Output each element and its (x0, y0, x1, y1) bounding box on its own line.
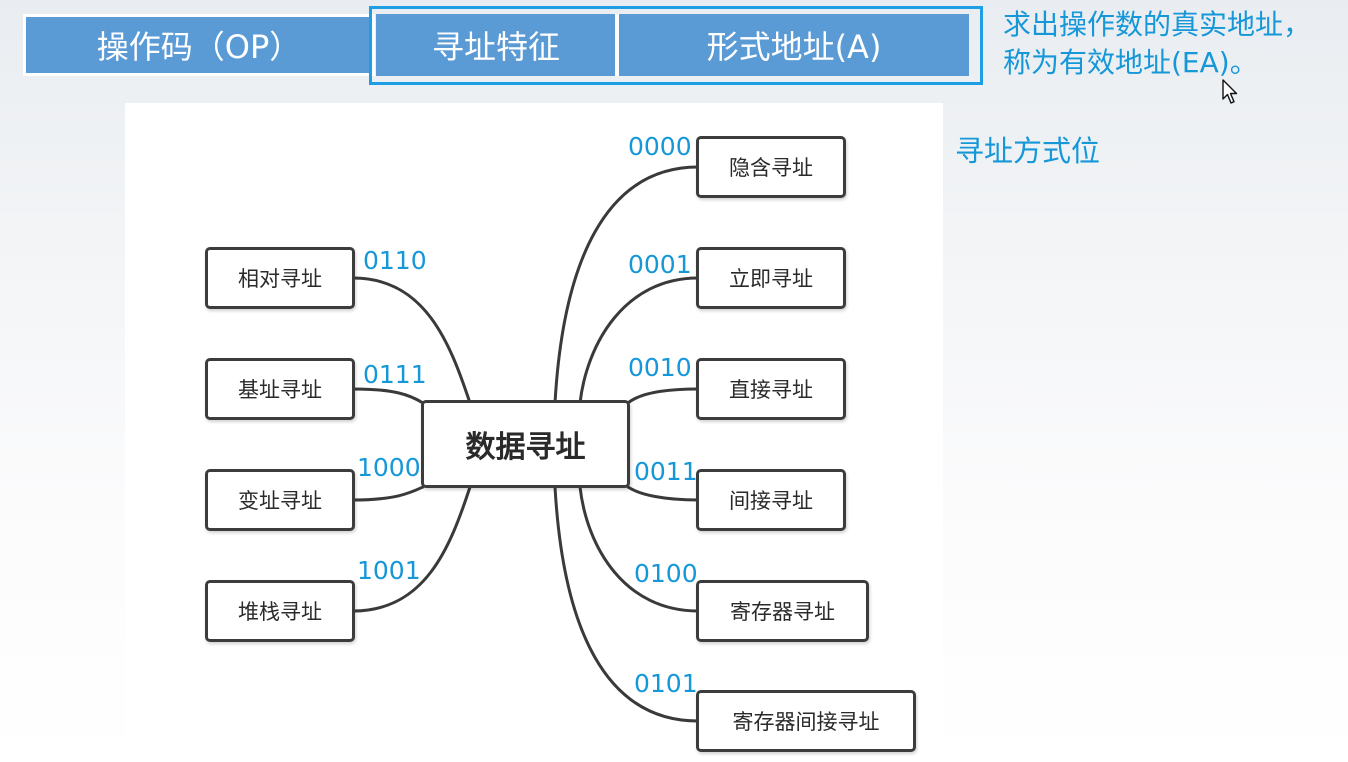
data-addressing-mindmap: 数据寻址 相对寻址 基址寻址 变址寻址 堆栈寻址 隐含寻址 立即寻址 直接寻址 … (125, 103, 943, 762)
code-indirect: 0011 (634, 457, 698, 486)
connector-index (351, 485, 425, 502)
indirect-addressing-node: 间接寻址 (696, 469, 846, 531)
opcode-field: 操作码（OP） (23, 14, 375, 76)
connector-base (351, 387, 425, 405)
connector-direct (626, 387, 700, 405)
connector-immediate (578, 276, 700, 405)
ea-note-line-2: 称为有效地址(EA)。 (1003, 46, 1258, 79)
direct-addressing-node: 直接寻址 (696, 358, 846, 420)
instruction-format-bar: 操作码（OP） 寻址特征 形式地址(A) (0, 0, 1348, 100)
code-base: 0111 (363, 360, 427, 389)
immediate-addressing-node: 立即寻址 (696, 247, 846, 309)
stack-addressing-node: 堆栈寻址 (205, 580, 355, 642)
effective-address-highlight-frame (369, 6, 983, 85)
code-implied: 0000 (628, 132, 692, 161)
connector-indirect (626, 485, 700, 502)
connector-relative (351, 276, 472, 405)
relative-addressing-node: 相对寻址 (205, 247, 355, 309)
ea-note-line-1: 求出操作数的真实地址， (1003, 8, 1312, 41)
data-addressing-center-node: 数据寻址 (421, 400, 630, 488)
code-index: 1000 (357, 453, 421, 482)
connector-stack (351, 485, 472, 613)
addressing-mode-bits-label: 寻址方式位 (955, 134, 1101, 168)
index-addressing-node: 变址寻址 (205, 469, 355, 531)
mindmap-connectors (351, 165, 700, 723)
effective-address-note: 求出操作数的真实地址， 称为有效地址(EA)。 (1003, 6, 1343, 82)
register-addressing-node: 寄存器寻址 (696, 580, 869, 642)
code-register-indirect: 0101 (634, 669, 698, 698)
register-indirect-addressing-node: 寄存器间接寻址 (696, 690, 916, 752)
code-immediate: 0001 (628, 250, 692, 279)
field-divider (615, 14, 619, 76)
code-stack: 1001 (357, 556, 421, 585)
addressing-mode-field: 寻址特征 (376, 14, 616, 76)
implied-addressing-node: 隐含寻址 (696, 136, 846, 198)
code-register: 0100 (634, 559, 698, 588)
connector-register (578, 485, 700, 613)
base-addressing-node: 基址寻址 (205, 358, 355, 420)
code-relative: 0110 (363, 246, 427, 275)
connector-register-indirect (553, 485, 700, 723)
connector-implied (553, 165, 700, 405)
formal-address-field: 形式地址(A) (619, 14, 969, 76)
mouse-cursor-icon (1222, 79, 1240, 109)
code-direct: 0010 (628, 353, 692, 382)
